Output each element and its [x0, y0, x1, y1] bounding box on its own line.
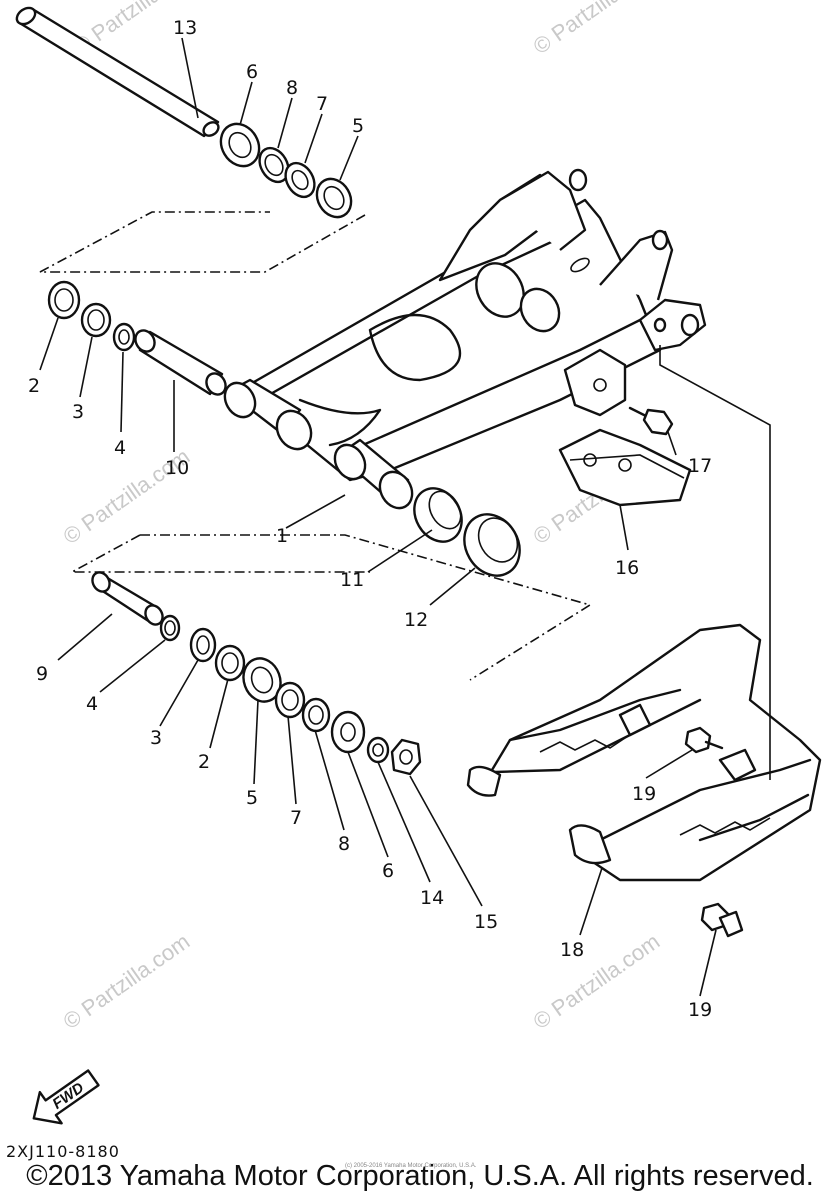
callout-5-bottom[interactable]: 5: [246, 787, 258, 809]
callout-18[interactable]: 18: [560, 939, 584, 961]
callout-15[interactable]: 15: [474, 911, 498, 933]
callout-6-top[interactable]: 6: [246, 61, 258, 83]
callouts: 13 6 8 7 5 2 3 4 10 1 11 12 17 16 9 4 3 …: [28, 17, 712, 1021]
callout-12[interactable]: 12: [404, 609, 428, 631]
left-bearing-stack[interactable]: [47, 280, 229, 398]
watermark-5: © Partzilla.com: [59, 929, 195, 1035]
part-18-footrest-guard[interactable]: [466, 623, 822, 882]
upper-bearing-stack[interactable]: [213, 117, 357, 223]
chain-guide-bracket[interactable]: [563, 348, 627, 417]
callout-4-top[interactable]: 4: [114, 437, 126, 459]
forward-direction-arrow: FWD: [32, 1069, 100, 1125]
callout-2-top[interactable]: 2: [28, 375, 40, 397]
callout-19-lower[interactable]: 19: [688, 999, 712, 1021]
leader-lines: [39, 37, 717, 997]
part-19-bolt-lower[interactable]: [700, 902, 744, 938]
part-17-bolt[interactable]: [628, 406, 674, 436]
callout-11[interactable]: 11: [340, 569, 364, 591]
callout-6-bottom[interactable]: 6: [382, 860, 394, 882]
part-1-swingarm[interactable]: [219, 168, 707, 514]
lower-exploded-guide: [71, 534, 592, 681]
callout-13[interactable]: 13: [173, 17, 197, 39]
part-19-bolt-upper[interactable]: [684, 726, 724, 754]
callout-3-bottom[interactable]: 3: [150, 727, 162, 749]
part-13-pivot-shaft[interactable]: [14, 5, 221, 139]
callout-3-top[interactable]: 3: [72, 401, 84, 423]
callout-17[interactable]: 17: [688, 455, 712, 477]
callout-7-bottom[interactable]: 7: [290, 807, 302, 829]
callout-4-bottom[interactable]: 4: [86, 693, 98, 715]
callout-9[interactable]: 9: [36, 663, 48, 685]
upper-exploded-guide: [39, 211, 366, 273]
watermarks: © Partzilla.com © Partzilla.com © Partzi…: [59, 0, 665, 1034]
mounting-reference-line: [659, 345, 771, 780]
callout-16[interactable]: 16: [615, 557, 639, 579]
callout-2-bottom[interactable]: 2: [198, 751, 210, 773]
callout-7-top[interactable]: 7: [316, 93, 328, 115]
watermark-2: © Partzilla.com: [529, 0, 665, 59]
callout-5-top[interactable]: 5: [352, 115, 364, 137]
part-16-chain-guide[interactable]: [558, 428, 692, 507]
callout-1[interactable]: 1: [276, 525, 288, 547]
callout-8-top[interactable]: 8: [286, 77, 298, 99]
part-11-collar[interactable]: [405, 480, 471, 550]
callout-8-bottom[interactable]: 8: [338, 833, 350, 855]
callout-10[interactable]: 10: [165, 457, 189, 479]
watermark-6: © Partzilla.com: [529, 929, 665, 1035]
diagram-code: 2XJ110-8180: [6, 1142, 120, 1161]
tiny-copyright-notice: (c) 2005-2016 Yamaha Motor Corporation, …: [345, 1163, 477, 1169]
callout-19-upper[interactable]: 19: [632, 783, 656, 805]
copyright-notice: ©2013 Yamaha Motor Corporation, U.S.A. A…: [26, 1160, 814, 1192]
callout-14[interactable]: 14: [420, 887, 444, 909]
part-12-oil-seal[interactable]: [453, 504, 530, 585]
lower-bearing-stack[interactable]: [89, 569, 422, 776]
